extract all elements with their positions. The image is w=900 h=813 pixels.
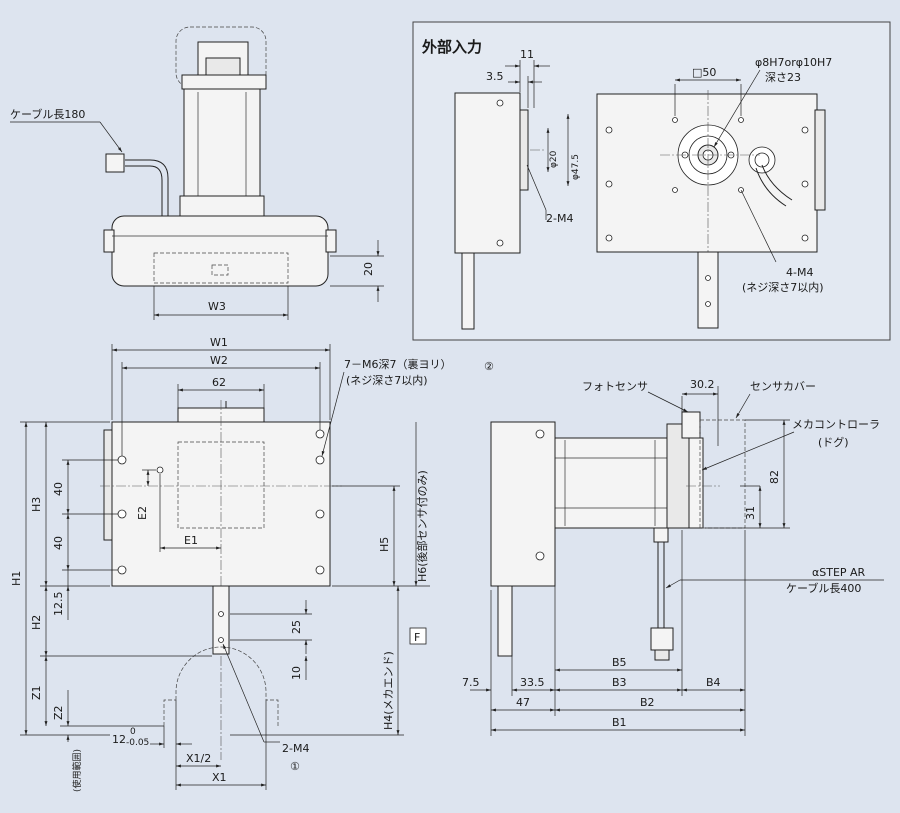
dim-e2: E2 [136, 506, 149, 520]
f-marker: F [414, 631, 420, 644]
dim-z2: Z2 [52, 705, 65, 720]
side-motor [554, 437, 668, 529]
motor-name-label: αSTEP AR [812, 566, 866, 579]
shaft-note-1: φ8H7orφ10H7 [755, 56, 832, 69]
front-tap-note-1: 7－M6深7（裏ヨリ） [344, 357, 452, 371]
dim-40b: 40 [52, 536, 65, 550]
dim-12-tol-upper: 0 [130, 727, 136, 737]
table-hidden-outline [153, 252, 289, 284]
dim-e1: E1 [184, 534, 198, 547]
dim-h6: H6(後部センサ付のみ) [415, 470, 429, 582]
ext-tap-4m4-note: (ネジ深さ7以内) [742, 280, 824, 294]
front-tap-note-2: (ネジ深さ7以内) [346, 373, 428, 387]
dim-b2: B2 [640, 696, 655, 709]
dim-w1: W1 [210, 336, 228, 349]
dim-square-50: □50 [692, 66, 716, 79]
side-view: フォトセンサ 30.2 センサカバー メカコントローラ (ドグ) 82 31 α… [462, 378, 884, 736]
sensor-cover-label: センサカバー [750, 380, 816, 393]
dim-62: 62 [212, 376, 226, 389]
ext-rod-side [461, 252, 475, 330]
dim-82: 82 [768, 470, 781, 484]
dim-z1: Z1 [30, 685, 43, 700]
actuator-body [111, 215, 329, 287]
side-motor-rear [666, 423, 690, 529]
dim-47: 47 [516, 696, 530, 709]
dim-h2: H2 [30, 615, 43, 630]
motor-front-flange [179, 195, 265, 217]
dim-w3: W3 [208, 300, 226, 313]
motor-body [183, 88, 261, 202]
side-rod [497, 585, 513, 657]
dim-phi47-5: φ47.5 [571, 154, 581, 180]
dim-3-5: 3.5 [486, 70, 504, 83]
ext-side-body [454, 92, 521, 254]
dim-h1: H1 [10, 571, 23, 586]
sensor-cover-outline-side [699, 419, 746, 529]
side-motor-cable [657, 542, 665, 630]
f-marker-box [409, 627, 427, 645]
dim-h4: H4(メカエンド) [382, 651, 395, 730]
front-reference-hole [156, 466, 164, 474]
side-body [490, 421, 556, 587]
dim-w2: W2 [210, 354, 228, 367]
mecha-controller-dog [688, 437, 704, 529]
dim-12-tol-lower: -0.05 [126, 738, 149, 748]
dim-x1-half: X1/2 [186, 752, 211, 765]
dim-phi20: φ20 [549, 150, 559, 168]
dim-h3: H3 [30, 497, 43, 512]
mecha-controller-label: メカコントローラ [792, 418, 880, 431]
front-range-arc [175, 646, 267, 700]
cable-length-label: ケーブル長180 [10, 107, 85, 121]
motor-rear-flange [181, 74, 267, 90]
dim-b1: B1 [612, 716, 627, 729]
dog-label: (ドグ) [818, 435, 849, 449]
ext-tap-2m4: 2-M4 [546, 212, 573, 225]
front-view: W1 W2 62 7－M6深7（裏ヨリ） ② (ネジ深さ7以内) H1 H3 H… [10, 336, 494, 792]
dim-31: 31 [744, 506, 757, 520]
dim-h5: H5 [378, 537, 391, 552]
ext-tap-4m4: 4-M4 [786, 266, 813, 279]
external-input-panel: 外部入力 11 3.5 φ20 φ47.5 2-M4 [412, 21, 891, 341]
dim-b5: B5 [612, 656, 627, 669]
side-cable-connector-icon [650, 627, 674, 651]
dim-20: 20 [362, 262, 375, 276]
dim-12: 12 [112, 733, 126, 746]
range-label: (使用範囲) [71, 749, 83, 792]
dim-12-5: 12.5 [52, 592, 65, 617]
front-tap-2m4: 2-M4 [282, 742, 309, 755]
cable-connector-icon [105, 153, 125, 173]
dim-10: 10 [290, 666, 303, 680]
dim-7-5: 7.5 [462, 676, 480, 689]
photo-sensor-label: フォトセンサ [582, 380, 648, 393]
ext-rod-front [697, 251, 719, 329]
dim-b4: B4 [706, 676, 721, 689]
front-rod [212, 585, 230, 655]
dim-33-5: 33.5 [520, 676, 545, 689]
dim-x1: X1 [212, 771, 227, 784]
external-input-title: 外部入力 [421, 38, 482, 56]
top-view: ケーブル長180 20 W3 [10, 26, 384, 320]
dim-b3: B3 [612, 676, 627, 689]
motor-cable-label: ケーブル長400 [786, 581, 861, 595]
shaft-note-2: 深さ23 [765, 71, 801, 84]
dim-11: 11 [520, 48, 534, 61]
front-tap-note-1-mark: ② [484, 360, 494, 373]
motor-cable [125, 159, 169, 218]
dim-40a: 40 [52, 482, 65, 496]
dim-25: 25 [290, 620, 303, 634]
photo-sensor-block [681, 411, 701, 439]
dim-30-2: 30.2 [690, 378, 715, 391]
front-tap-2m4-mark: ① [290, 760, 300, 773]
